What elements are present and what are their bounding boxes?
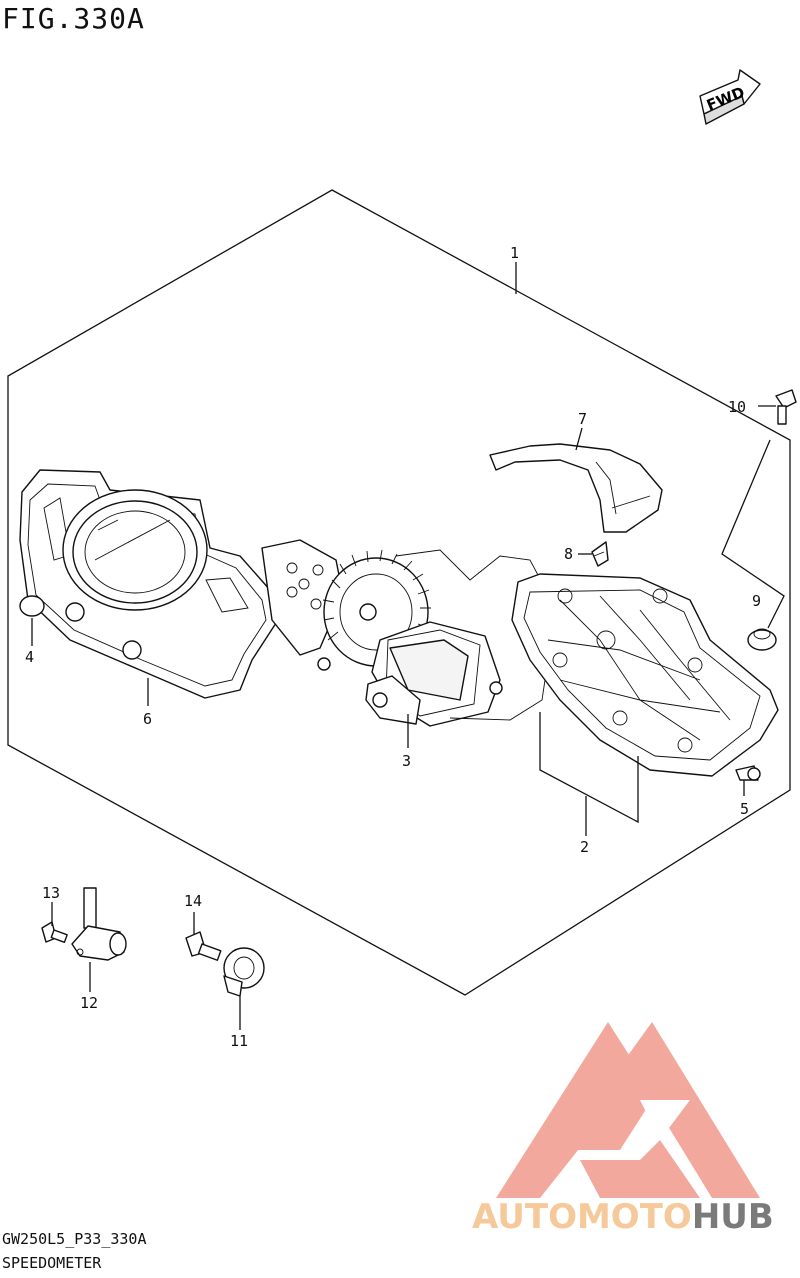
figure-caption: SPEEDOMETER [2, 1254, 102, 1272]
callout-14: 14 [184, 892, 202, 910]
watermark-text: AUTOMOTOHUB [472, 1197, 774, 1237]
part-12-sensor [71, 887, 127, 961]
callout-4: 4 [25, 648, 34, 666]
callout-5: 5 [740, 800, 749, 818]
callout-9: 9 [752, 592, 761, 610]
callout-11: 11 [230, 1032, 248, 1050]
watermark-part2: HUB [692, 1197, 774, 1237]
part-14-bolt [185, 931, 222, 961]
part-8-screw [591, 541, 609, 567]
part-2-upper-case [511, 573, 779, 777]
callout-3: 3 [402, 752, 411, 770]
callout-10: 10 [728, 398, 746, 416]
part-5-screw [735, 765, 761, 781]
part-10-screw [775, 389, 797, 425]
callout-7: 7 [578, 410, 587, 428]
assembly-boundary [7, 189, 791, 996]
part-13-bolt [41, 921, 68, 944]
leader-lines [31, 262, 785, 1030]
callout-12: 12 [80, 994, 98, 1012]
callout-8: 8 [564, 545, 573, 563]
callout-6: 6 [143, 710, 152, 728]
part-4-cap [19, 595, 45, 617]
fwd-arrow-icon: FWD [699, 69, 761, 125]
callout-2: 2 [580, 838, 589, 856]
part-7-visor [489, 443, 663, 533]
callout-13: 13 [42, 884, 60, 902]
part-9-grommet [747, 628, 777, 651]
figure-title: FIG.330A [2, 2, 145, 35]
part-11-holder [223, 947, 265, 997]
part-6-lower-cover [19, 469, 279, 699]
figure-code: GW250L5_P33_330A [2, 1230, 147, 1248]
callout-1: 1 [510, 244, 519, 262]
watermark-logo [496, 1022, 760, 1198]
part-3-meter-unit [261, 539, 549, 727]
watermark-part1: AUTOMOTO [472, 1197, 692, 1237]
